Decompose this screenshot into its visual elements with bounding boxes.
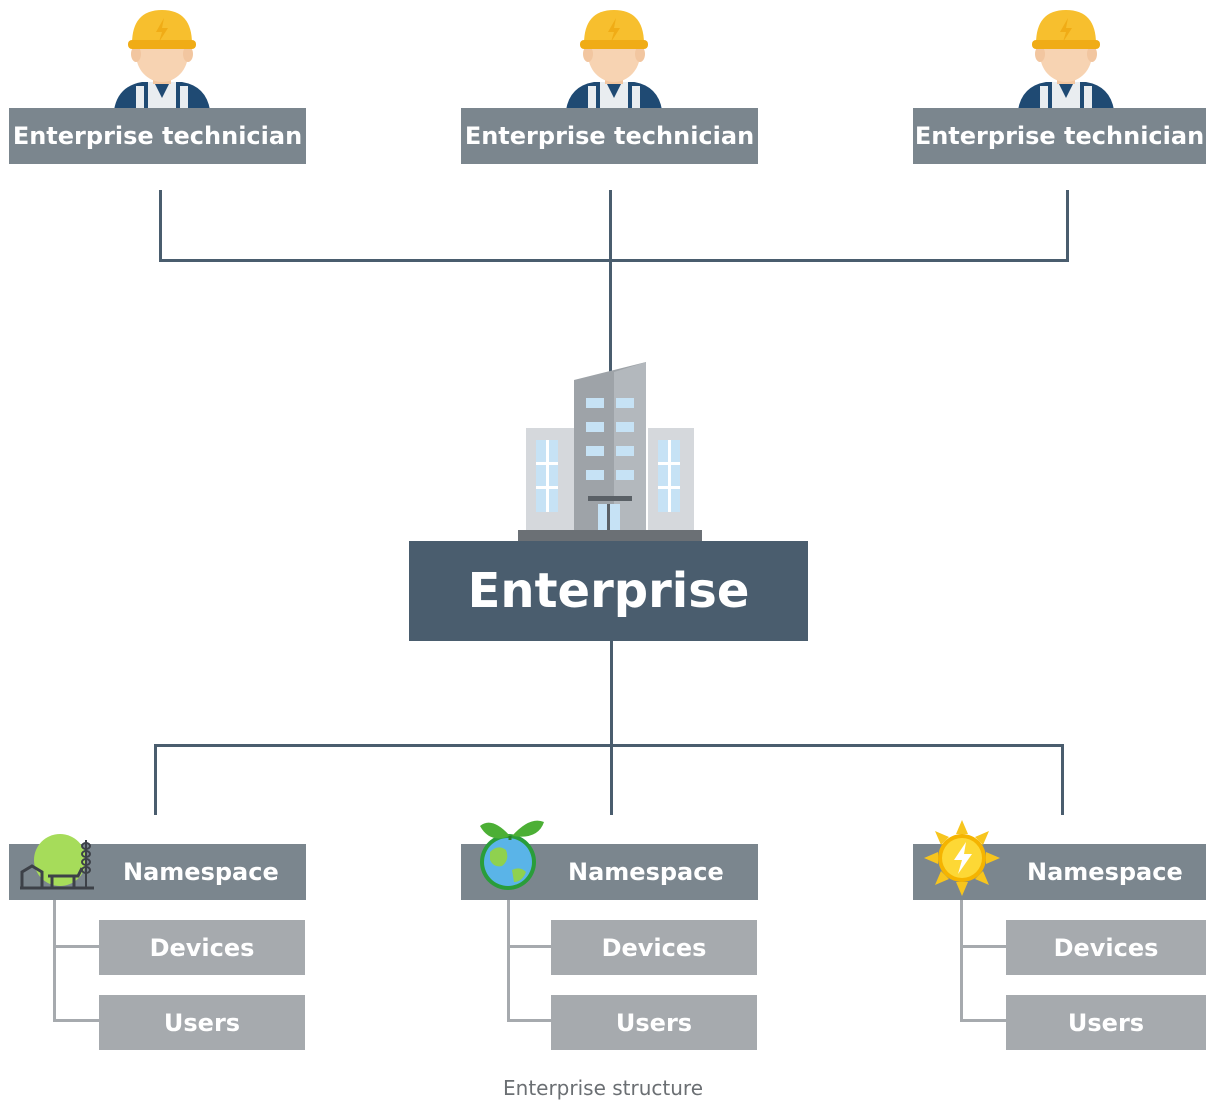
connector — [1066, 190, 1069, 262]
devices-label-3: Devices — [1006, 920, 1206, 975]
tree-connector — [960, 900, 963, 1022]
namespace-label-2: Namespace — [461, 844, 758, 900]
tree-connector — [960, 945, 1006, 948]
building-icon — [518, 362, 702, 542]
technician-label-2: Enterprise technician — [461, 108, 758, 164]
tree-connector — [507, 945, 551, 948]
users-label-1: Users — [99, 995, 305, 1050]
connector — [610, 641, 613, 815]
farm-icon — [20, 834, 94, 890]
globe-plant-icon — [480, 820, 544, 890]
connector — [159, 190, 162, 262]
connector — [159, 259, 1069, 262]
devices-label-2: Devices — [551, 920, 757, 975]
technician-icon — [1018, 10, 1114, 110]
connector — [609, 190, 612, 372]
connector — [1061, 744, 1064, 815]
tree-connector — [53, 1019, 99, 1022]
tree-connector — [53, 945, 99, 948]
connector — [154, 744, 157, 815]
tree-connector — [507, 1019, 551, 1022]
tree-connector — [53, 900, 56, 1022]
users-label-2: Users — [551, 995, 757, 1050]
technician-icon — [114, 10, 210, 110]
sun-bolt-icon — [924, 820, 1000, 896]
connector — [154, 744, 1064, 747]
enterprise-label: Enterprise — [409, 541, 808, 641]
technician-icon — [566, 10, 662, 110]
technician-label-3: Enterprise technician — [913, 108, 1206, 164]
users-label-3: Users — [1006, 995, 1206, 1050]
technician-label-1: Enterprise technician — [9, 108, 306, 164]
diagram-caption: Enterprise structure — [503, 1076, 703, 1100]
tree-connector — [960, 1019, 1006, 1022]
tree-connector — [507, 900, 510, 1022]
devices-label-1: Devices — [99, 920, 305, 975]
